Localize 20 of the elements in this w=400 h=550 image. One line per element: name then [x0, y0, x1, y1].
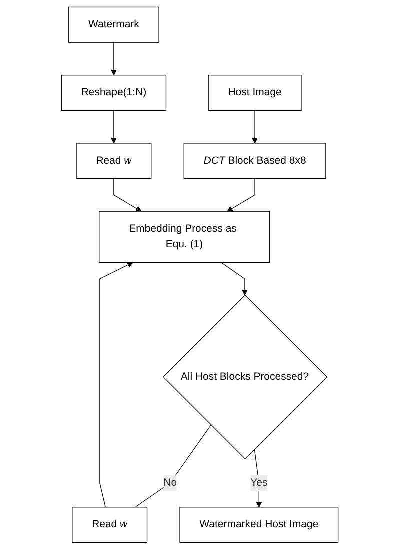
arrow: [111, 42, 117, 76]
edge-label: Yes: [250, 477, 268, 488]
node-box: Reshape(1:N): [61, 75, 167, 112]
arrow: [111, 110, 117, 144]
arrow: [100, 262, 134, 508]
node-box: Embedding Process as Equ. (1): [99, 211, 270, 263]
node-box: Host Image: [208, 75, 302, 112]
arrow: [254, 448, 262, 508]
arrow: [252, 110, 258, 144]
edge-label: No: [164, 477, 178, 488]
arrow: [221, 262, 248, 296]
node-box: Watermarked Host Image: [180, 507, 339, 544]
node-diamond: All Host Blocks Processed?: [163, 294, 328, 460]
arrow: [114, 178, 142, 212]
node-box: Read w: [76, 143, 152, 180]
connector: [135, 424, 212, 508]
node-box: Read w: [72, 507, 148, 544]
node-box: Watermark: [68, 6, 160, 43]
node-box: DCT Block Based 8x8: [184, 143, 326, 180]
arrow: [227, 178, 256, 212]
